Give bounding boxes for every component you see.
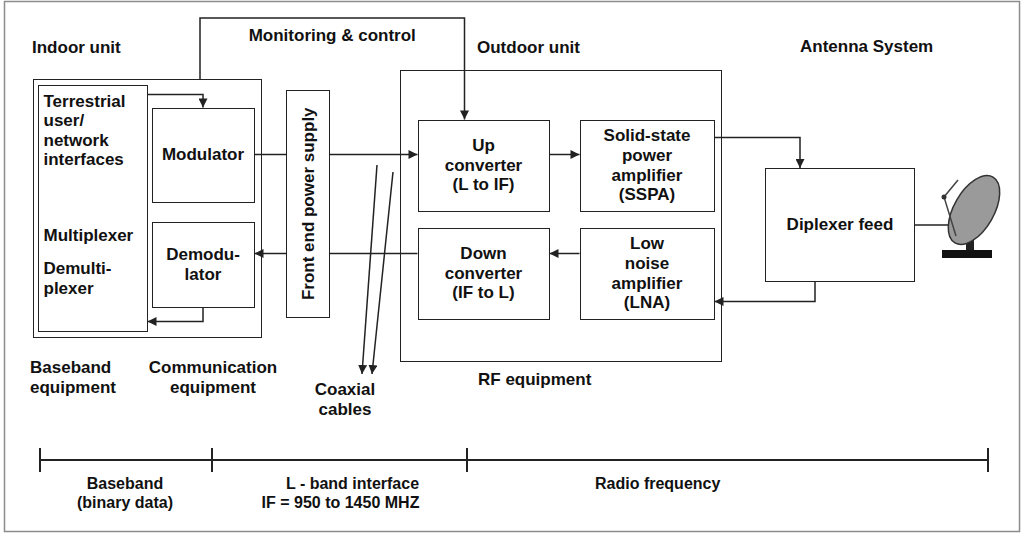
connector-label: Monitoring & control <box>246 26 419 46</box>
box-label: Low noise amplifier (LNA) <box>608 234 686 312</box>
box-label: Demulti- plexer <box>44 259 140 298</box>
scale-label: Baseband (binary data) <box>70 474 180 512</box>
box-label: Modulator <box>162 145 244 165</box>
connector-arrow <box>330 253 418 255</box>
box-label: Down converter (IF to L) <box>439 244 529 303</box>
scale-tick <box>987 448 989 472</box>
scale-label: L - band interface IF = 950 to 1450 MHZ <box>258 474 423 512</box>
box-label: Solid-state power amplifier (SSPA) <box>597 126 697 204</box>
interface-box: Terrestrial user/ network interfacesMult… <box>38 85 148 332</box>
box-label: Diplexer feed <box>787 215 894 235</box>
connector-arrow <box>255 253 287 255</box>
modulator-box: Modulator <box>152 108 255 203</box>
connector-arrow <box>715 282 816 302</box>
box-label: Up converter (L to IF) <box>439 136 529 195</box>
outer-frame <box>5 2 1020 532</box>
scale-label: Radio frequency <box>595 474 720 493</box>
scale-tick <box>211 448 213 472</box>
diplexer-box: Diplexer feed <box>765 168 915 282</box>
group-caption: Baseband equipment <box>30 358 130 399</box>
scale-tick <box>466 448 468 472</box>
antenna-base <box>942 250 992 258</box>
unit-heading: Outdoor unit <box>477 38 580 58</box>
scale-tick <box>39 448 41 472</box>
frequency-scale <box>40 448 988 472</box>
leader-line <box>372 172 393 374</box>
amplifier-box: Low noise amplifier (LNA) <box>580 228 715 320</box>
connector-arrow <box>550 253 580 255</box>
antenna-dish <box>938 167 1011 258</box>
group-caption: RF equipment <box>478 370 591 390</box>
feed-line <box>915 224 948 226</box>
box-label: Front end power supply <box>298 108 318 301</box>
group-caption: Communication equipment <box>138 358 288 399</box>
box-label: Demodu- lator <box>158 245 248 284</box>
demodulator-box: Demodu- lator <box>152 222 255 308</box>
callout-label: Coaxial cables <box>305 380 385 421</box>
box-label: Multiplexer <box>44 226 140 246</box>
unit-box: Outdoor unitUp converter (L to IF)Solid-… <box>400 70 722 362</box>
unit-heading: Indoor unit <box>32 38 121 58</box>
connector-arrow <box>148 95 204 108</box>
power-supply-box: Front end power supply <box>286 90 330 318</box>
section-heading: Antenna System <box>800 37 933 57</box>
connector-arrow <box>255 154 287 156</box>
connector-arrow <box>330 154 418 156</box>
connector-arrow <box>148 308 204 322</box>
connector-arrow <box>715 138 801 169</box>
unit-box: Indoor unitTerrestrial user/ network int… <box>33 79 262 338</box>
converter-box: Down converter (IF to L) <box>418 228 550 320</box>
converter-box: Up converter (L to IF) <box>418 120 550 212</box>
connector-arrow <box>200 18 465 120</box>
feed-strut <box>944 180 958 236</box>
amplifier-box: Solid-state power amplifier (SSPA) <box>580 120 715 212</box>
dish-reflector <box>938 167 1011 253</box>
connector-arrow <box>550 154 580 156</box>
feed-horn <box>942 195 947 200</box>
box-label: Terrestrial user/ network interfaces <box>44 92 140 170</box>
scale-line <box>40 459 988 461</box>
